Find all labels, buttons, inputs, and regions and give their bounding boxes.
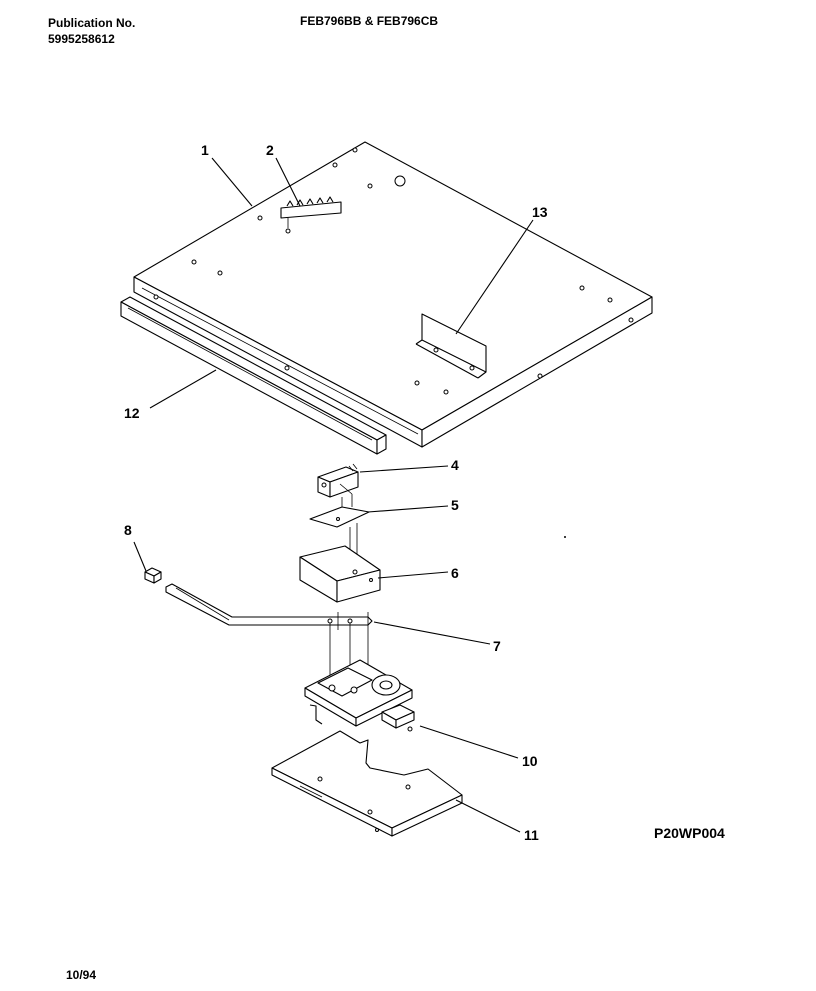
callout-6: 6: [451, 565, 459, 581]
part-2-terminal-block: [280, 196, 342, 234]
publication-label: Publication No.: [48, 16, 136, 30]
callout-1: 1: [201, 142, 209, 158]
leader-lines: [133, 157, 534, 833]
callout-numbers: 1 2 13 12 4 5 6 8 7 10 11: [124, 142, 548, 843]
publication-number: 5995258612: [48, 32, 115, 46]
part-4-switch: [317, 463, 359, 510]
callout-11: 11: [524, 827, 539, 843]
callout-7: 7: [493, 638, 501, 654]
part-1-top-panel: [133, 141, 653, 448]
part-10-latch-mechanism: [304, 659, 415, 732]
part-11-mounting-plate: [271, 730, 463, 837]
callout-13: 13: [532, 204, 548, 220]
part-6-cover-box: [299, 545, 381, 603]
callout-2: 2: [266, 142, 274, 158]
callout-4: 4: [451, 457, 459, 473]
callout-8: 8: [124, 522, 132, 538]
callout-5: 5: [451, 497, 459, 513]
part-8-knob: [144, 567, 162, 584]
part-13-bracket: [415, 313, 487, 379]
part-12-trim-strip: [120, 296, 387, 455]
part-7-lock-rod: [165, 583, 373, 690]
callout-10: 10: [522, 753, 538, 769]
date-text: 10/94: [66, 968, 97, 982]
diagram-code: P20WP004: [654, 825, 725, 841]
model-title: FEB796BB & FEB796CB: [300, 14, 439, 28]
callout-12: 12: [124, 405, 140, 421]
